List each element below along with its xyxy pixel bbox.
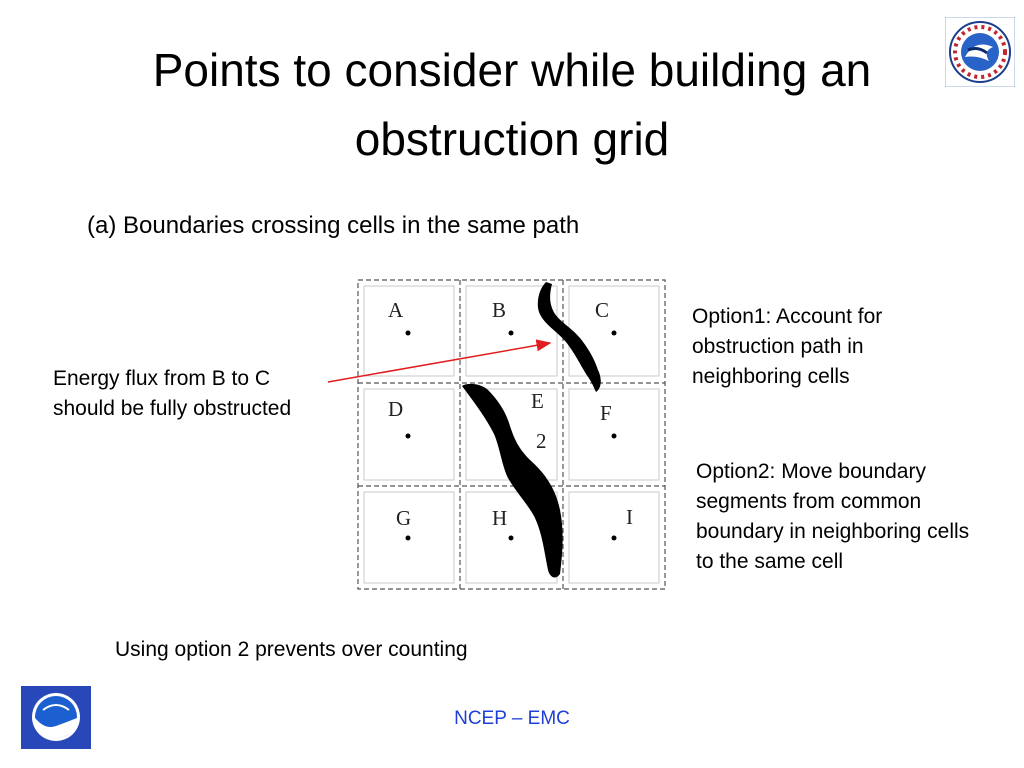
cell-label-c: C [595, 298, 609, 322]
cell-label-f: F [600, 401, 612, 425]
cell-center-dots [405, 330, 617, 541]
cell-label-h: H [492, 506, 507, 530]
option2-text: Option2: Move boundary segments from com… [696, 460, 970, 573]
cell-label-d: D [388, 397, 403, 421]
obstruction-grid-diagram: A B C D E F G H I 2 [356, 278, 667, 591]
cell-label-a: A [388, 298, 404, 322]
conclusion-text: Using option 2 prevents over counting [115, 638, 468, 661]
cell-label-e: E [531, 389, 544, 413]
obstruction-upper [537, 282, 601, 392]
cell-label-extra: 2 [536, 429, 547, 453]
cell-labels: A B C D E F G H I 2 [388, 298, 633, 530]
cell-label-g: G [396, 506, 411, 530]
nws-logo [944, 16, 1016, 88]
subtitle: (a) Boundaries crossing cells in the sam… [87, 212, 580, 239]
footer-text: NCEP – EMC [454, 708, 570, 729]
noaa-logo [21, 686, 91, 749]
flux-note: Energy flux from B to C should be fully … [53, 367, 292, 420]
option1-text: Option1: Account for obstruction path in… [692, 305, 883, 388]
cell-label-b: B [492, 298, 506, 322]
obstruction-lower [462, 383, 563, 578]
cell-label-i: I [626, 505, 633, 529]
slide-title: Points to consider while building an obs… [152, 44, 872, 165]
grid-lines [357, 279, 666, 590]
